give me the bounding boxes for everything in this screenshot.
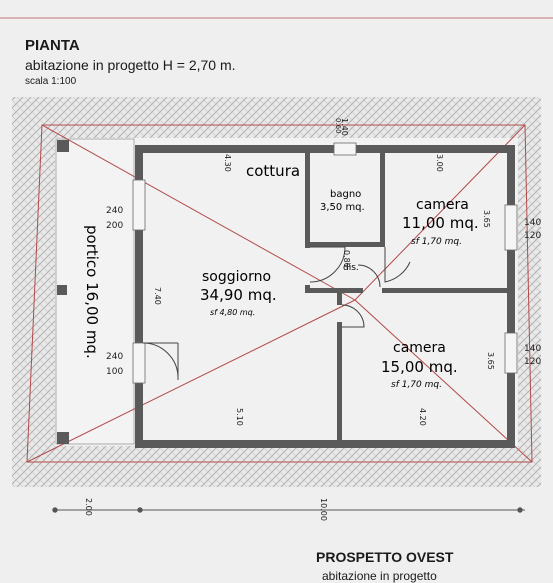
dim-camera2-v: 3.65 [486,352,495,370]
dim-camera1-v: 3.65 [482,210,491,228]
plan-title: PIANTA [25,37,80,54]
label-camera-2: camera [393,340,446,356]
door-swings [142,246,411,380]
dim-soggiorno-v: 7.40 [153,287,162,305]
dim-top-window: 1.40 [340,118,349,136]
dim-top-window-b: 0.60 [334,118,342,134]
dim-overall-total: 10.00 [319,498,328,521]
label-camera-2-sf: sf 1,70 mq. [391,380,442,390]
dim-bottom-left: 5.10 [235,408,244,426]
dim-r2-a: 140 [524,344,541,354]
window-openings [132,142,518,384]
elevation-subtitle: abitazione in progetto [322,569,437,583]
dim-overall-left: 2.00 [84,498,93,516]
roof-lines [26,124,533,463]
label-soggiorno: soggiorno [202,269,271,285]
exterior-walls [57,140,515,448]
dim-w2-a: 240 [106,352,123,362]
dim-cottura-h: 4.30 [223,154,232,172]
dim-camera-h: 3.00 [435,154,444,172]
label-camera-2-area: 15,00 mq. [381,358,458,376]
label-cottura: cottura [246,162,300,180]
label-dis: dis. [343,263,359,273]
label-bagno: bagno [330,189,361,200]
dim-bottom-right: 4.20 [418,408,427,426]
label-portico: portico 16,00 mq. [83,225,101,359]
plan-subtitle: abitazione in progetto H = 2,70 m. [25,57,236,73]
interior-walls [305,152,509,442]
dim-w1-b: 200 [106,221,123,231]
bottom-dimension-line [52,507,525,513]
plan-scale: scala 1:100 [25,76,77,87]
label-soggiorno-sf: sf 4,80 mq. [210,308,255,317]
label-camera-1: camera [416,197,469,213]
top-border-line [0,17,553,19]
label-soggiorno-area: 34,90 mq. [200,286,277,304]
label-camera-1-area: 11,00 mq. [402,214,479,232]
label-bagno-area: 3,50 mq. [320,202,365,213]
dim-w2-b: 100 [106,367,123,377]
dim-r1-a: 140 [524,218,541,228]
portico-area [55,138,135,445]
dim-w1-a: 240 [106,206,123,216]
dim-bagno-door: 0.80 [342,250,351,268]
dim-r2-b: 120 [524,357,541,367]
label-camera-1-sf: sf 1,70 mq. [411,237,462,247]
elevation-title: PROSPETTO OVEST [316,549,454,565]
dim-r1-b: 120 [524,231,541,241]
